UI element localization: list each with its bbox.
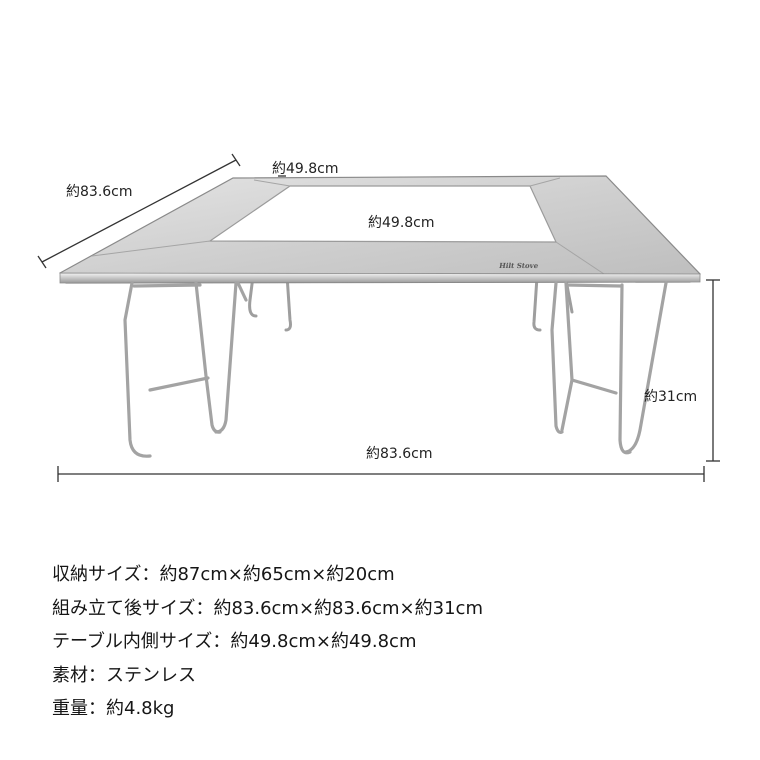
depth-dimension-line <box>41 159 237 263</box>
product-illustration: Hilt Stove <box>37 153 720 482</box>
spec-material: 素材：ステンレス <box>52 664 196 686</box>
front-left-legs <box>123 281 248 458</box>
spec-weight: 重量：約4.8kg <box>52 698 175 719</box>
spec-storage-size: 収納サイズ：約87cm×約65cm×約20cm <box>52 564 395 585</box>
inner-mid-label: 約49.8cm <box>368 215 435 231</box>
table-front-edge <box>59 272 701 284</box>
inner-top-label: 約49.8cm <box>272 161 339 177</box>
front-right-legs <box>550 281 668 455</box>
spec-assembled-size: 組み立て後サイズ：約83.6cm×約83.6cm×約31cm <box>52 597 483 619</box>
brand-logo: Hilt Stove <box>498 261 539 270</box>
table-top: Hilt Stove <box>59 175 701 284</box>
spec-list: 収納サイズ：約87cm×約65cm×約20cm 組み立て後サイズ：約83.6cm… <box>52 558 732 726</box>
depth-label: 約83.6cm <box>66 184 133 200</box>
height-label: 約31cm <box>644 389 698 405</box>
spec-inner-size: テーブル内側サイズ：約49.8cm×約49.8cm <box>52 631 417 652</box>
width-label: 約83.6cm <box>366 446 433 462</box>
